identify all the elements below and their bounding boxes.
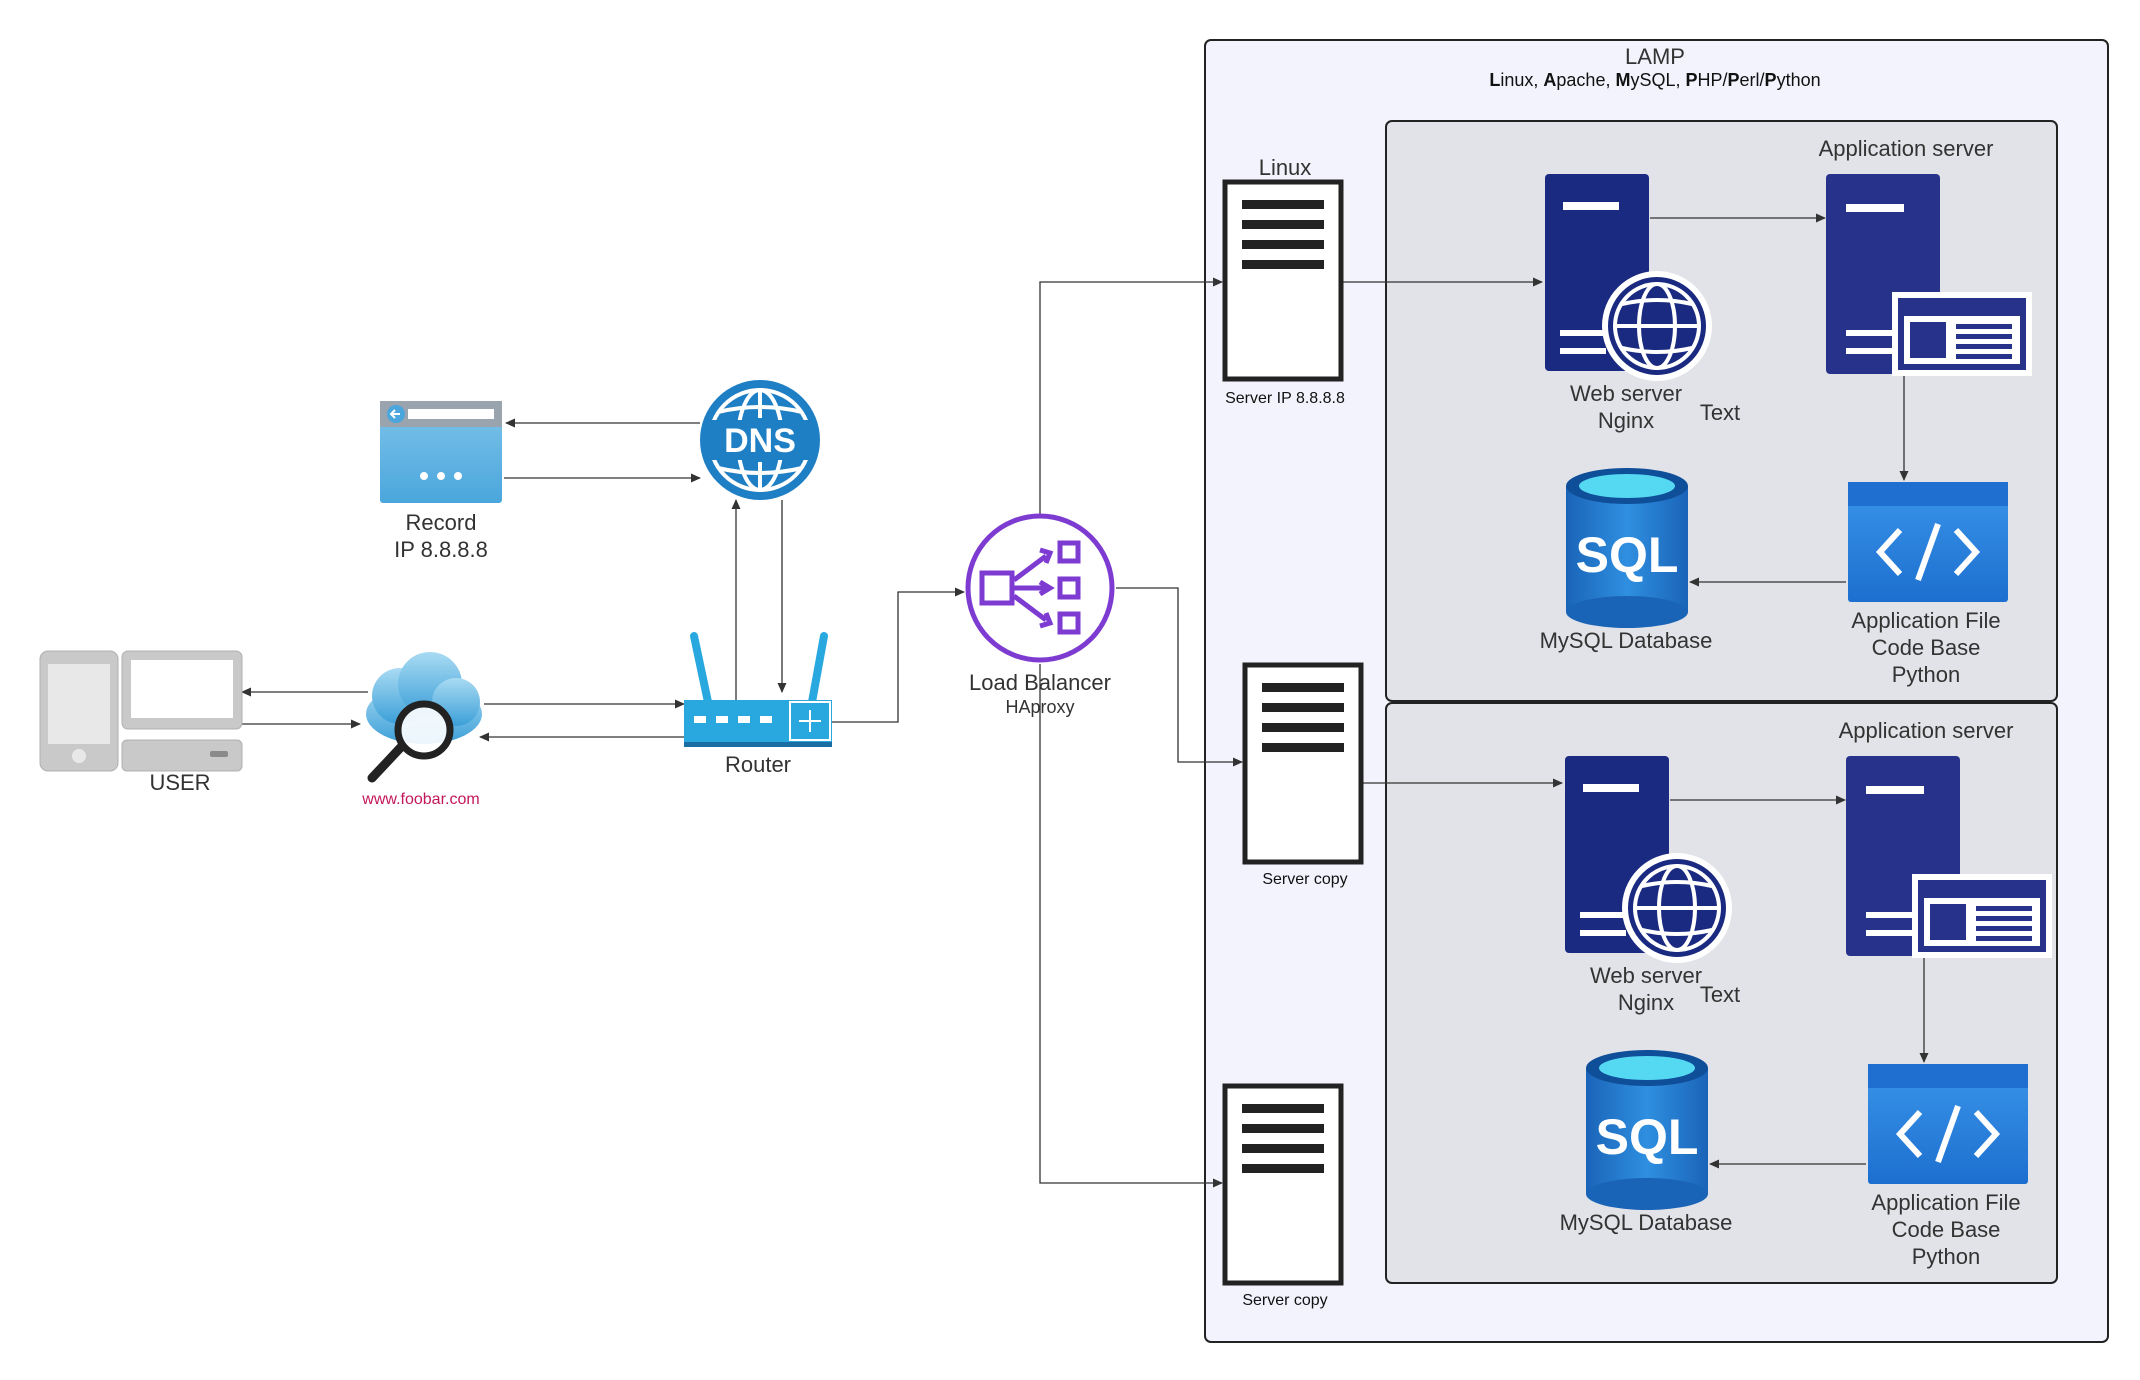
sql-database-icon: SQL	[1566, 468, 1688, 628]
sql-database-icon: SQL	[1586, 1050, 1708, 1210]
search-cloud-icon	[366, 652, 482, 783]
server-copy-2-label: Server copy	[1242, 1292, 1328, 1309]
router-icon	[684, 632, 832, 747]
code-file-icon	[1848, 482, 2008, 602]
mysql-database-label: MySQL Database	[1559, 1210, 1733, 1235]
lamp-subtitle-rest: pache,	[1556, 70, 1616, 90]
lamp-title: LAMP	[1625, 44, 1685, 69]
app-file-codebase-label: Code Base	[1891, 1217, 2001, 1242]
text-label: Text	[1699, 982, 1741, 1007]
lamp-subtitle-initial: P	[1727, 70, 1740, 90]
text-label: Text	[1699, 400, 1741, 425]
sql-icon-text: SQL	[1596, 1109, 1699, 1165]
app-file-language-label: Python	[1911, 1244, 1981, 1269]
app-file-language-label: Python	[1891, 662, 1961, 687]
mysql-database-label: MySQL Database	[1539, 628, 1713, 653]
server-primary-icon	[1222, 179, 1344, 382]
lamp-subtitle-initial: M	[1615, 70, 1631, 90]
linux-label: Linux	[1258, 155, 1312, 180]
lamp-subtitle-rest: ython	[1776, 70, 1821, 90]
server-copy-1-label: Server copy	[1262, 871, 1348, 888]
lamp-subtitle-rest: inux,	[1500, 70, 1544, 90]
load-balancer-label: Load Balancer	[969, 670, 1111, 695]
dns-record-icon	[380, 401, 502, 503]
record-label: Record	[405, 510, 477, 535]
code-file-icon	[1868, 1064, 2028, 1184]
lamp-subtitle-initial: P	[1764, 70, 1777, 90]
application-server-icon	[1846, 756, 2052, 958]
dns-icon-text: DNS	[724, 422, 796, 460]
dns-icon: DNS	[700, 380, 820, 500]
app-file-codebase-label: Code Base	[1871, 635, 1981, 660]
app-server-title: Application server	[1838, 718, 2014, 743]
web-server-icon	[1545, 174, 1712, 381]
load-balancer-sublabel: HAproxy	[1005, 697, 1075, 717]
user-label: USER	[149, 770, 211, 795]
search-url-label: www.foobar.com	[362, 791, 480, 808]
web-server-icon	[1565, 756, 1732, 963]
lamp-subtitle-initial: A	[1543, 70, 1557, 90]
lamp-subtitle-rest: ySQL,	[1630, 70, 1686, 90]
web-server-label: Web server	[1589, 963, 1703, 988]
load-balancer-icon	[965, 513, 1115, 663]
server-primary-label: Server IP 8.8.8.8	[1225, 390, 1345, 407]
server-copy-1-icon	[1242, 662, 1364, 865]
lamp-subtitle-initial: L	[1489, 70, 1501, 90]
app-file-label: Application File	[1851, 608, 2001, 633]
app-server-title: Application server	[1818, 136, 1994, 161]
user-devices-icon	[39, 650, 243, 772]
application-server-icon	[1826, 174, 2032, 376]
app-file-label: Application File	[1871, 1190, 2021, 1215]
web-server-label: Web server	[1569, 381, 1683, 406]
web-server-sublabel: Nginx	[1597, 408, 1655, 433]
lamp-subtitle-rest: erl/	[1739, 70, 1765, 90]
lamp-subtitle: Linux, Apache, MySQL, PHP/Perl/Python	[1489, 70, 1820, 92]
server-copy-2-icon	[1222, 1083, 1344, 1286]
record-ip-label: IP 8.8.8.8	[394, 537, 488, 562]
router-label: Router	[724, 752, 792, 777]
connectors	[241, 213, 1929, 1188]
lamp-subtitle-initial: P	[1685, 70, 1698, 90]
sql-icon-text: SQL	[1576, 527, 1679, 583]
web-server-sublabel: Nginx	[1617, 990, 1675, 1015]
lamp-subtitle-rest: HP/	[1697, 70, 1728, 90]
